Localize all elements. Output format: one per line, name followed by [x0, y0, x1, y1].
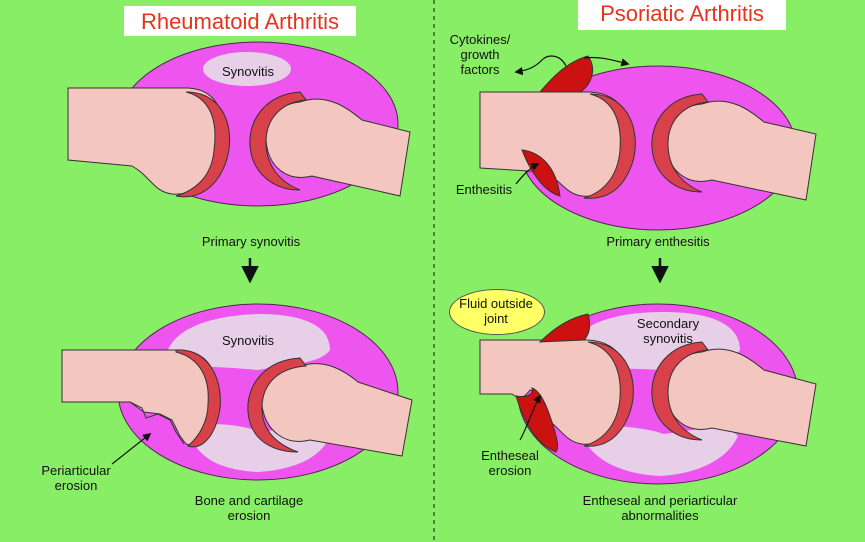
enthesis-top: [538, 313, 591, 343]
ra-primary-joint: [67, 41, 411, 207]
right-cartilage: [249, 91, 307, 191]
ra-erosion-joint: [61, 303, 413, 481]
erosion-notch: [129, 401, 185, 445]
cytokine-arrow-right: [583, 56, 630, 67]
label-primary-enthesitis: Primary enthesitis: [606, 234, 710, 249]
synovium-pocket: [203, 52, 291, 86]
label-periarticular-erosion: Periarticular erosion: [41, 463, 111, 493]
psa-enthesitis-joint: [479, 55, 817, 231]
enthesis-top: [538, 55, 593, 93]
left-cartilage: [583, 341, 634, 447]
label-primary-synovitis: Primary synovitis: [201, 234, 301, 249]
label-bone-cartilage-erosion: Bone and cartilage erosion: [194, 493, 304, 523]
label-fluid-outside-joint: Fluid outside joint: [459, 296, 533, 326]
synovium-upper: [165, 314, 330, 370]
title-psoriatic-arthritis: Psoriatic Arthritis: [578, 0, 786, 30]
right-cartilage: [651, 341, 709, 441]
enthesis-erosion: [515, 387, 559, 453]
title-rheumatoid-arthritis: Rheumatoid Arthritis: [124, 6, 356, 36]
left-cartilage: [175, 91, 231, 198]
left-cartilage: [583, 93, 636, 199]
right-cartilage: [651, 93, 709, 193]
periarticular-pointer: [111, 432, 152, 465]
cytokine-arrow-left: [514, 55, 567, 76]
label-enthesitis: Enthesitis: [455, 182, 513, 197]
fluid-outside-joint-bubble: [449, 289, 545, 335]
enthesis-bottom: [521, 149, 561, 197]
label-secondary-synovitis: Secondary synovitis: [636, 316, 700, 346]
right-cartilage: [247, 357, 307, 453]
label-synovitis-bottom: Synovitis: [221, 333, 275, 348]
label-entheseal-periarticular: Entheseal and periarticular abnormalitie…: [582, 493, 738, 523]
label-synovitis-top: Synovitis: [221, 64, 275, 79]
left-bone: [67, 87, 224, 195]
left-cartilage: [175, 349, 221, 448]
enthesitis-pointer: [515, 163, 540, 185]
label-entheseal-erosion: Entheseal erosion: [481, 448, 539, 478]
label-cytokines: Cytokines/ growth factors: [449, 32, 511, 77]
psa-secondary-joint: [479, 303, 817, 485]
entheseal-erosion-pointer: [519, 394, 541, 441]
